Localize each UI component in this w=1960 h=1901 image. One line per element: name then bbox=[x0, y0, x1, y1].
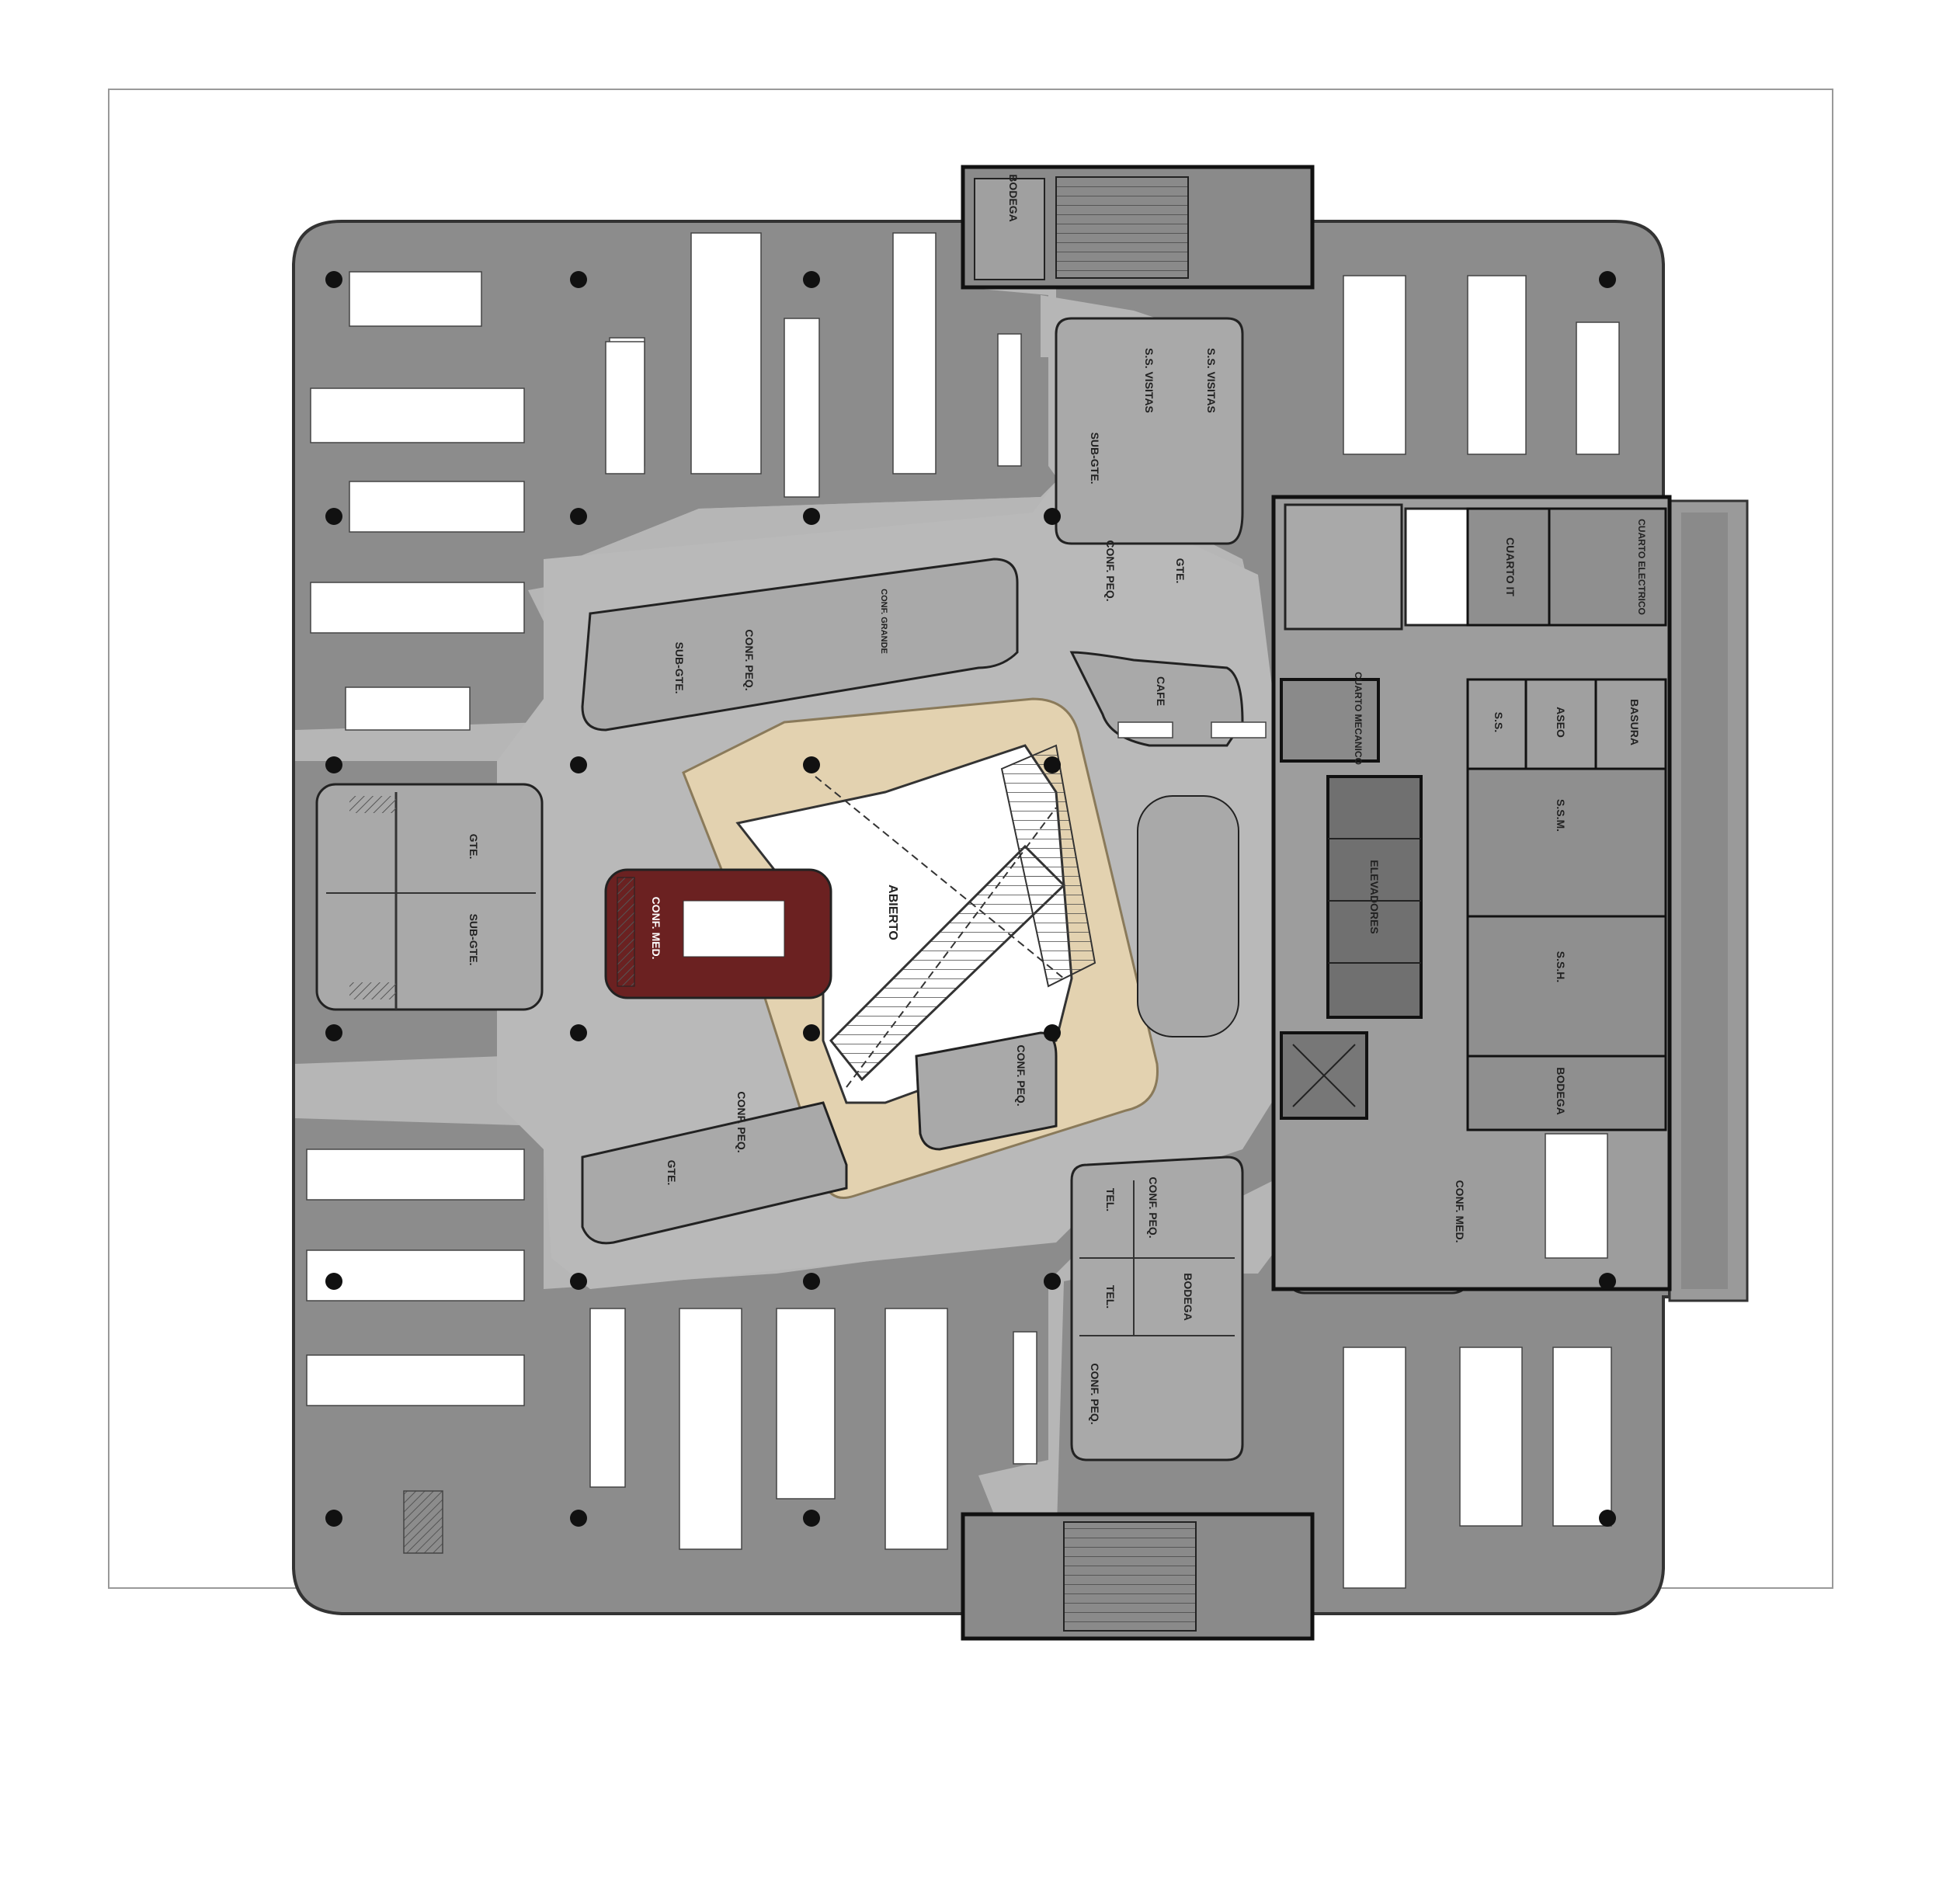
label-gte-w: GTE. bbox=[467, 834, 480, 860]
ssh-room bbox=[1466, 915, 1667, 1058]
label-conf-peq-se: CONF. PEQ. bbox=[1147, 1176, 1159, 1238]
label-gte-sw: GTE. bbox=[665, 1160, 678, 1186]
room-cluster-ne-2 bbox=[1069, 651, 1244, 747]
label-sub-gte-ne: SUB-GTE. bbox=[1089, 433, 1101, 485]
label-ss: S.S. bbox=[1493, 712, 1505, 732]
lounge-east bbox=[1137, 795, 1239, 1037]
label-basura: BASURA bbox=[1628, 699, 1641, 745]
label-bodega-se: BODEGA bbox=[1182, 1273, 1194, 1320]
atrium-void bbox=[735, 744, 1073, 1104]
white-lobby bbox=[1404, 507, 1469, 627]
structural-columns bbox=[325, 271, 1616, 1527]
aseo-room bbox=[1524, 678, 1597, 770]
room-cluster-nw bbox=[581, 558, 1019, 732]
label-aseo: ASEO bbox=[1555, 707, 1567, 738]
label-tel-1: TEL. bbox=[1104, 1188, 1117, 1211]
label-conf-med-e: CONF. MED. bbox=[1454, 1180, 1466, 1243]
label-cuarto-mecanico: CUARTO MECANICO bbox=[1353, 672, 1364, 765]
bodega-top-room bbox=[974, 178, 1045, 280]
room-cluster-w bbox=[315, 783, 544, 1011]
conference-table bbox=[683, 900, 785, 957]
room-cluster-se bbox=[1070, 1156, 1244, 1461]
label-cuarto-it: CUARTO IT bbox=[1504, 537, 1517, 596]
label-conf-peq-sw: CONF. PEQ. bbox=[735, 1091, 748, 1152]
room-cluster-sw bbox=[581, 1101, 848, 1245]
cuarto-it-room bbox=[1466, 507, 1551, 627]
cuarto-electrico-room bbox=[1548, 507, 1667, 627]
east-wing-inner bbox=[1681, 513, 1728, 1289]
label-ssm: S.S.M. bbox=[1555, 799, 1567, 832]
label-ss-visitas-2: S.S. VISITAS bbox=[1205, 348, 1218, 413]
atrium-stair-2 bbox=[1000, 744, 1096, 988]
label-abierto: ABIERTO bbox=[886, 884, 899, 940]
label-conf-peq-ne: CONF. PEQ. bbox=[1104, 540, 1117, 601]
label-sub-gte-nw: SUB-GTE. bbox=[673, 642, 686, 694]
label-cafe: CAFE bbox=[1155, 676, 1167, 706]
ssm-room bbox=[1466, 767, 1667, 918]
label-tel-2: TEL. bbox=[1104, 1285, 1117, 1308]
label-sub-gte-w: SUB-GTE. bbox=[467, 914, 480, 966]
label-conf-peq-nw: CONF. PEQ. bbox=[743, 629, 756, 690]
label-ss-visitas-1: S.S. VISITAS bbox=[1143, 348, 1155, 413]
label-gte-ne: GTE. bbox=[1174, 558, 1187, 584]
label-bodega-top: BODEGA bbox=[1007, 174, 1020, 221]
bodega-core-room bbox=[1466, 1055, 1667, 1131]
label-conf-peq-center: CONF. PEQ. bbox=[1015, 1044, 1027, 1106]
label-ssh: S.S.H. bbox=[1555, 951, 1567, 982]
label-conf-peq-se2: CONF. PEQ. bbox=[1089, 1363, 1101, 1424]
label-elevadores: ELEVADORES bbox=[1368, 860, 1381, 933]
room-top-left-core bbox=[1284, 503, 1403, 631]
elevators-shaft bbox=[1326, 775, 1423, 1019]
desk-clusters bbox=[306, 232, 1620, 1589]
room-labels: BODEGA S.S. VISITAS S.S. VISITAS SUB-GTE… bbox=[467, 174, 1647, 1424]
cuarto-mecanico-room bbox=[1280, 678, 1380, 763]
label-bodega-core: BODEGA bbox=[1555, 1067, 1567, 1114]
label-cuarto-electrico: CUARTO ELECTRICO bbox=[1636, 519, 1647, 615]
label-conf-med-center: CONF. MED. bbox=[650, 897, 662, 960]
label-conf-grande: CONF. GRANDE bbox=[879, 589, 888, 654]
room-cluster-ne bbox=[1055, 317, 1244, 545]
